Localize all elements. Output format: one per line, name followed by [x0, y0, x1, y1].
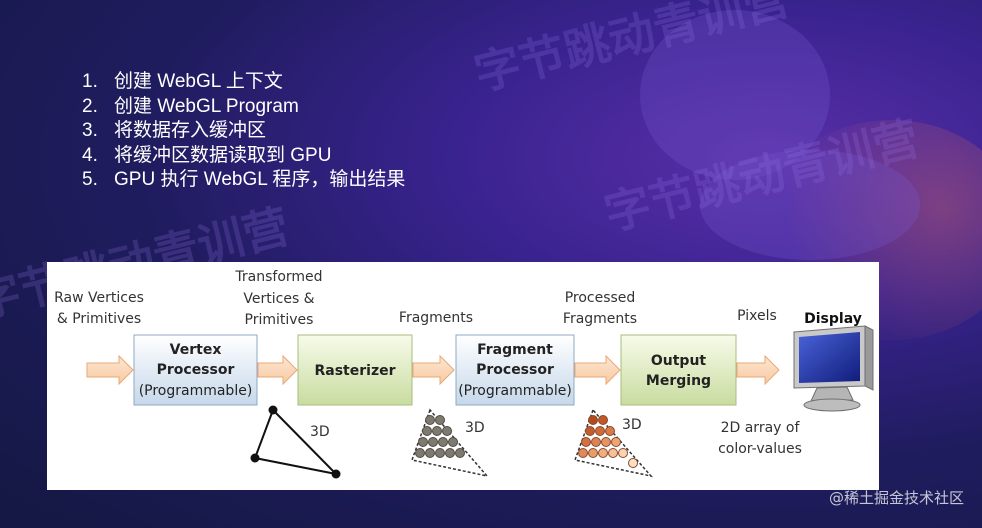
step-text: 将缓冲区数据读取到 GPU: [114, 144, 332, 166]
input-label-line1: Raw Vertices: [54, 290, 144, 306]
step-text: GPU 执行 WebGL 程序，输出结果: [114, 169, 406, 190]
color-values-line1: 2D array of: [721, 420, 801, 436]
astronaut-body-decoration: [700, 150, 920, 260]
processed-label-line2: Fragments: [563, 311, 637, 327]
arrow-output-to-display: [736, 354, 780, 386]
color-values-line2: color-values: [718, 441, 802, 457]
fragment-box-line2: Processor: [476, 362, 554, 378]
step-item: 1. 创建 WebGL 上下文: [82, 70, 405, 95]
vertex-3d-label: 3D: [310, 424, 330, 440]
rasterizer-label: Rasterizer: [315, 363, 396, 379]
output-merging-box: Output Merging: [620, 334, 737, 406]
fragments-label: Fragments: [399, 310, 473, 326]
input-label-line2: & Primitives: [57, 311, 141, 327]
display-label: Display: [804, 311, 862, 327]
fragment-box-line1: Fragment: [477, 342, 553, 358]
display-monitor-icon: Display: [793, 311, 874, 412]
arrow-input: [86, 354, 134, 386]
transformed-label-line3: Primitives: [245, 312, 314, 328]
step-number: 1.: [82, 71, 98, 92]
pipeline-svg: Vertex Processor (Programmable) Rasteriz…: [54, 269, 874, 479]
rasterizer-box: Rasterizer: [297, 334, 413, 406]
astronaut-helmet-decoration: [640, 10, 830, 180]
step-text: 将数据存入缓冲区: [114, 120, 267, 141]
step-item: 5. GPU 执行 WebGL 程序，输出结果: [82, 168, 405, 193]
step-number: 5.: [82, 169, 98, 190]
processed-3d-label: 3D: [622, 417, 642, 433]
flow-arrows: [86, 354, 780, 386]
step-number: 2.: [82, 95, 98, 117]
vertex-box-line1: Vertex: [170, 342, 222, 358]
step-number: 3.: [82, 120, 98, 141]
step-text: 创建 WebGL Program: [114, 95, 299, 117]
arrow-vertex-to-raster: [257, 354, 298, 386]
pipeline-diagram: Vertex Processor (Programmable) Rasteriz…: [47, 262, 879, 490]
arrow-raster-to-fragment: [412, 354, 455, 386]
processed-fragments-illustration: 3D: [574, 408, 654, 478]
fragments-triangle-illustration: 3D: [411, 408, 490, 478]
pixels-label: Pixels: [737, 308, 777, 324]
output-box-line1: Output: [651, 353, 707, 369]
output-box-line2: Merging: [646, 373, 711, 389]
vertex-box-line2: Processor: [157, 362, 235, 378]
steps-list: 1. 创建 WebGL 上下文 2. 创建 WebGL Program 3. 将数据存…: [82, 70, 405, 193]
transformed-label-line1: Transformed: [234, 269, 322, 285]
step-number: 4.: [82, 144, 98, 166]
transformed-label-line2: Vertices &: [243, 291, 314, 307]
step-item: 3. 将数据存入缓冲区: [82, 119, 405, 144]
step-text: 创建 WebGL 上下文: [114, 71, 283, 92]
arrow-fragment-to-output: [574, 354, 621, 386]
fragment-processor-box: Fragment Processor (Programmable): [455, 334, 575, 406]
vertex-box-line3: (Programmable): [139, 383, 253, 399]
fragments-3d-label: 3D: [465, 420, 485, 436]
fragment-box-line3: (Programmable): [458, 383, 572, 399]
vertex-processor-box: Vertex Processor (Programmable): [133, 334, 258, 406]
vertex-triangle-illustration: 3D: [250, 405, 341, 479]
step-item: 2. 创建 WebGL Program: [82, 95, 405, 120]
footer-credit: @稀土掘金技术社区: [828, 489, 964, 507]
processed-label-line1: Processed: [565, 290, 636, 306]
step-item: 4. 将缓冲区数据读取到 GPU: [82, 144, 405, 169]
